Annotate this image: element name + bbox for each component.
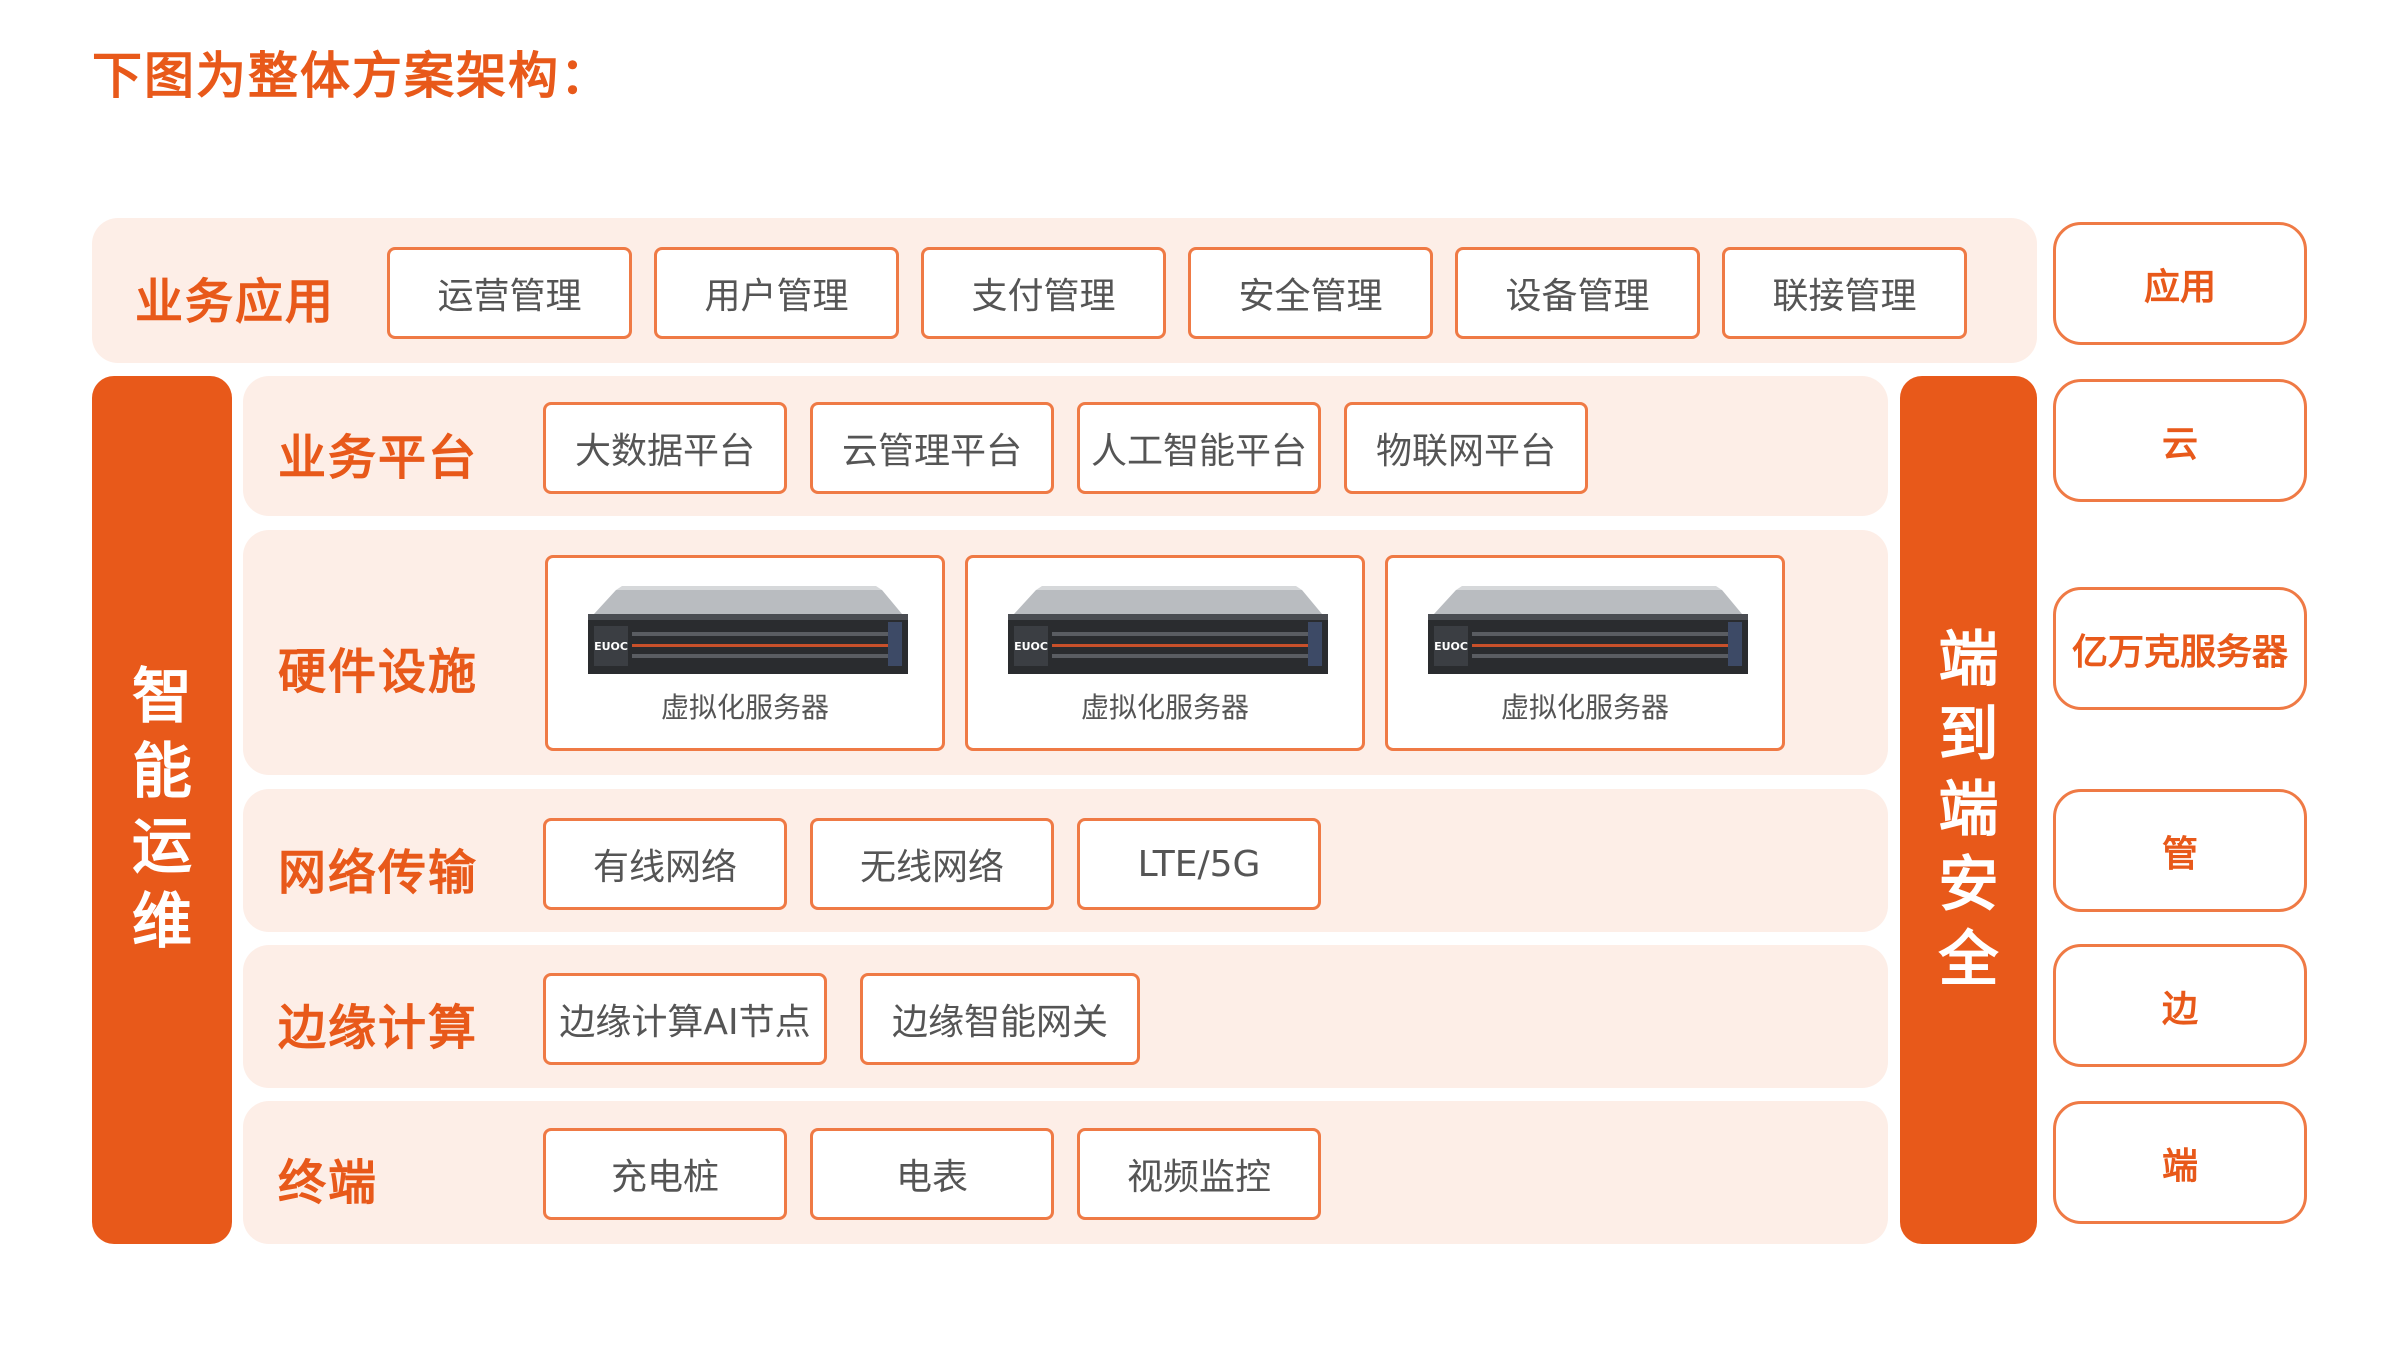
side-label-edge: 边: [2053, 944, 2307, 1067]
rack-server-icon: EUOC: [1008, 586, 1328, 674]
server-caption: 虚拟化服务器: [1080, 691, 1249, 724]
left-bar-char: 能: [132, 737, 192, 807]
edge-item-ai-node: 边缘计算AI节点: [543, 973, 827, 1065]
side-label-app: 应用: [2053, 222, 2307, 345]
server-brand: EUOC: [1014, 640, 1048, 653]
row-label-network: 网络传输: [278, 845, 479, 901]
app-item-users: 用户管理: [654, 247, 899, 339]
server-card: EUOC 虚拟化服务器: [965, 555, 1365, 751]
side-label-terminal: 端: [2053, 1101, 2307, 1224]
left-bar-char: 运: [132, 812, 192, 882]
app-item-payment: 支付管理: [921, 247, 1166, 339]
server-brand: EUOC: [594, 640, 628, 653]
page-title: 下图为整体方案架构：: [92, 47, 612, 105]
left-bar-char: 智: [132, 662, 192, 732]
row-label-terminal: 终端: [278, 1155, 379, 1211]
row-label-edge: 边缘计算: [278, 1000, 479, 1056]
rack-server-icon: EUOC: [588, 586, 908, 674]
terminal-item-meter: 电表: [810, 1128, 1054, 1220]
server-caption: 虚拟化服务器: [1500, 691, 1669, 724]
app-item-security: 安全管理: [1188, 247, 1433, 339]
platform-item-ai: 人工智能平台: [1077, 402, 1321, 494]
row-label-business-platform: 业务平台: [278, 430, 479, 486]
row-label-hardware: 硬件设施: [278, 644, 479, 700]
right-bar-char: 到: [1938, 699, 1999, 770]
side-label-pipe: 管: [2053, 789, 2307, 912]
network-item-wireless: 无线网络: [810, 818, 1054, 910]
platform-item-cloud-mgmt: 云管理平台: [810, 402, 1054, 494]
platform-item-bigdata: 大数据平台: [543, 402, 787, 494]
row-label-business-app: 业务应用: [135, 274, 336, 330]
app-item-devices: 设备管理: [1455, 247, 1700, 339]
left-bar-intelligent-ops: 智 能 运 维: [92, 376, 232, 1244]
edge-item-gateway: 边缘智能网关: [860, 973, 1140, 1065]
app-item-operations: 运营管理: [387, 247, 632, 339]
server-brand: EUOC: [1434, 640, 1468, 653]
terminal-item-charger: 充电桩: [543, 1128, 787, 1220]
right-bar-char: 全: [1938, 924, 1999, 995]
right-bar-char: 安: [1938, 849, 1999, 920]
band-business-platform: [243, 376, 1888, 516]
server-card: EUOC 虚拟化服务器: [1385, 555, 1785, 751]
network-item-wired: 有线网络: [543, 818, 787, 910]
right-bar-end-to-end-security: 端 到 端 安 全: [1900, 376, 2037, 1244]
side-label-server: 亿万克服务器: [2053, 587, 2307, 710]
right-bar-char: 端: [1938, 774, 1999, 845]
left-bar-char: 维: [132, 887, 192, 957]
side-label-cloud: 云: [2053, 379, 2307, 502]
server-caption: 虚拟化服务器: [660, 691, 829, 724]
terminal-item-video: 视频监控: [1077, 1128, 1321, 1220]
platform-item-iot: 物联网平台: [1344, 402, 1588, 494]
network-item-lte5g: LTE/5G: [1077, 818, 1321, 910]
server-card: EUOC 虚拟化服务器: [545, 555, 945, 751]
band-network: [243, 789, 1888, 932]
app-item-connections: 联接管理: [1722, 247, 1967, 339]
right-bar-char: 端: [1938, 624, 1999, 695]
rack-server-icon: EUOC: [1428, 586, 1748, 674]
band-terminal: [243, 1101, 1888, 1244]
